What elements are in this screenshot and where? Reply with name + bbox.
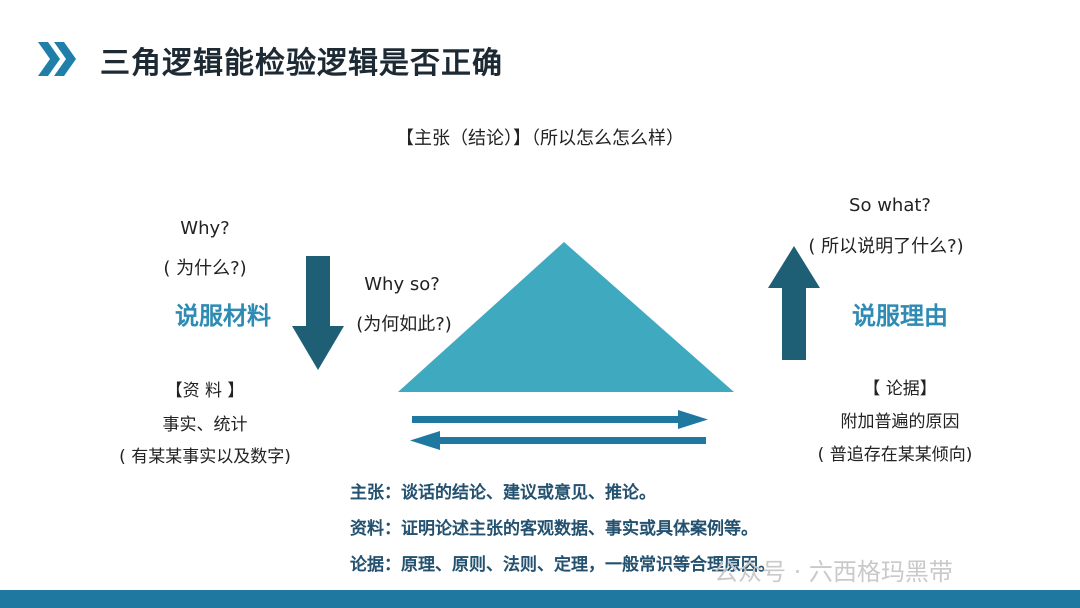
definition-data: 资料：证明论述主张的客观数据、事实或具体案例等。 xyxy=(350,519,758,539)
definition-argument: 论据：原理、原则、法则、定理，一般常识等合理原因。 xyxy=(350,555,775,575)
up-arrow-icon xyxy=(768,246,820,360)
argument-line-2: ( 普追存在某某倾向) xyxy=(817,445,973,465)
data-line-2: ( 有某某事实以及数字) xyxy=(119,447,291,467)
argument-tag: 【 论据】 xyxy=(863,379,937,399)
down-arrow-icon xyxy=(292,256,344,370)
why-so-label: Why so? xyxy=(364,274,440,295)
data-tag: 【资 料 】 xyxy=(165,381,245,401)
claim-label: 【主张（结论）】（所以怎么怎么样） xyxy=(396,128,684,149)
persuasion-material-heading: 说服材料 xyxy=(175,302,271,330)
footer-bar xyxy=(0,590,1080,608)
why-so-cn-label: (为何如此?) xyxy=(356,314,452,335)
so-what-cn-label: ( 所以说明了什么?) xyxy=(808,236,964,257)
persuasion-reason-heading: 说服理由 xyxy=(852,302,948,330)
why-cn-label: ( 为什么?) xyxy=(163,258,247,279)
logic-triangle xyxy=(398,242,734,392)
so-what-label: So what? xyxy=(849,195,931,216)
page-title: 三角逻辑能检验逻辑是否正确 xyxy=(100,46,503,81)
why-label: Why? xyxy=(180,218,230,239)
bidirectional-arrows xyxy=(410,410,708,450)
definition-claim: 主张：谈话的结论、建议或意见、推论。 xyxy=(350,483,656,503)
double-chevron-icon xyxy=(38,42,76,76)
watermark: 公众号 · 六西格玛黑带 xyxy=(714,558,953,586)
argument-line-1: 附加普遍的原因 xyxy=(840,412,960,432)
data-line-1: 事实、统计 xyxy=(162,415,248,435)
